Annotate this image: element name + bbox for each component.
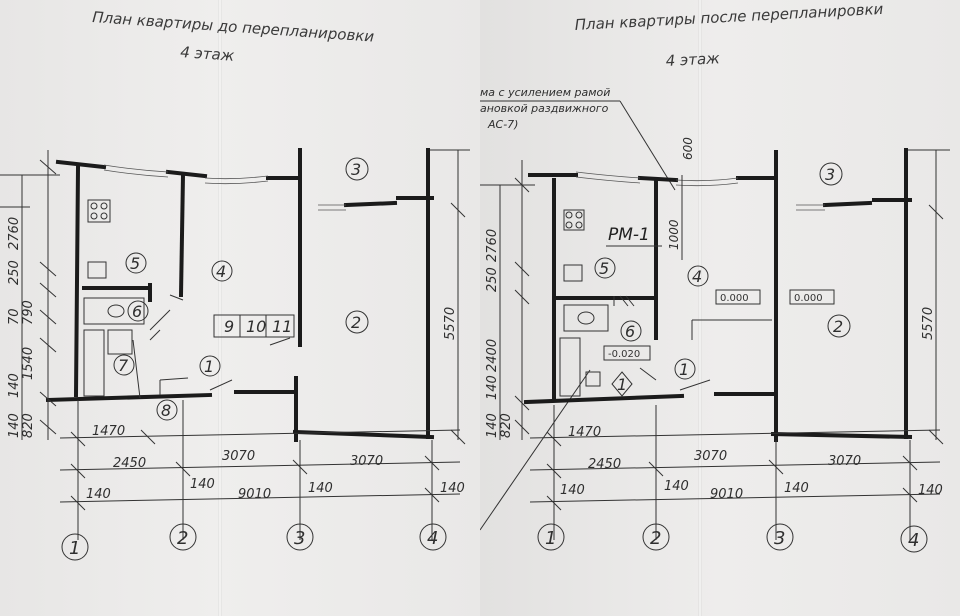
dim-2400: 2400 — [485, 339, 500, 372]
room-3-label: 3 — [351, 160, 361, 179]
axis-2: 2 — [177, 528, 188, 549]
room-9-label: 9 — [224, 317, 234, 336]
dim-3070-a: 3070 — [694, 449, 727, 464]
dim-820: 820 — [21, 413, 36, 438]
room-7-label: 7 — [118, 356, 129, 375]
dim-1470: 1470 — [92, 424, 125, 439]
room-4-label: 4 — [692, 267, 702, 286]
dim-1470: 1470 — [568, 425, 601, 440]
dim-820: 820 — [499, 413, 514, 438]
room-labels: 1 2 3 4 5 6 7 8 9 10 11 — [113, 157, 369, 421]
axis-markers: 1 2 3 4 — [61, 523, 447, 561]
dim-9010: 9010 — [238, 487, 271, 502]
rm-1-block: РМ-1 600 1000 — [606, 137, 695, 260]
interior-fixtures — [83, 199, 295, 399]
plan-before-floor: 4 этаж — [180, 43, 236, 65]
level-mark-3: -0.020 — [608, 349, 640, 360]
vertical-dimensions: 2760 250 2400 140 140 820 5570 — [480, 149, 950, 445]
dim-1540: 1540 — [21, 347, 36, 380]
plan-after-floor: 4 этаж — [665, 49, 720, 70]
note-line-2: ановкой раздвижного — [480, 102, 609, 115]
axis-4: 4 — [427, 528, 438, 549]
dim-2450: 2450 — [113, 456, 146, 471]
dim-140-axis2: 140 — [190, 477, 215, 492]
note-line-1: ма с усилением рамой — [480, 86, 610, 99]
dim-140-axis3: 140 — [784, 481, 809, 496]
room-1-label: 1 — [204, 357, 214, 376]
dim-790: 790 — [21, 300, 36, 325]
vertical-dimensions: 2760 250 790 70 1540 140 140 820 5570 — [0, 149, 470, 445]
dim-70: 70 — [7, 308, 22, 325]
dim-600: 600 — [681, 137, 695, 160]
marker-1-label: 1 — [617, 375, 627, 394]
axis-3: 3 — [774, 528, 785, 549]
axis-1: 1 — [545, 528, 556, 549]
axis-3: 3 — [294, 528, 305, 549]
walls — [523, 148, 913, 442]
dim-5570: 5570 — [443, 307, 458, 340]
horizontal-dimensions: 1470 2450 3070 3070 9010 140 140 140 140 — [529, 405, 943, 540]
dim-1000: 1000 — [667, 219, 681, 250]
room-5-label: 5 — [130, 254, 140, 273]
room-8-label: 8 — [161, 401, 171, 420]
level-mark-2: 0.000 — [794, 293, 823, 304]
dim-140-axis4: 140 — [440, 481, 465, 496]
plan-after-title: План квартиры после перепланировки — [574, 0, 884, 34]
axis-2: 2 — [650, 528, 661, 549]
room-1-label: 1 — [679, 360, 689, 379]
dim-3070-b: 3070 — [350, 454, 383, 469]
horizontal-dimensions: 1470 2450 3070 3070 9010 140 140 140 140 — [59, 400, 465, 540]
note-callout: ма с усилением рамой ановкой раздвижного… — [480, 86, 676, 531]
note-line-3: АС-7) — [487, 118, 518, 131]
dim-140-upper: 140 — [485, 375, 500, 400]
window-lines — [575, 171, 825, 211]
dim-9010: 9010 — [710, 487, 743, 502]
dim-3070-a: 3070 — [222, 449, 255, 464]
room-11-label: 11 — [272, 317, 292, 336]
dim-250: 250 — [485, 267, 500, 292]
axis-4: 4 — [908, 530, 919, 551]
dim-2760: 2760 — [7, 217, 22, 250]
dim-2760: 2760 — [485, 229, 500, 262]
room-3-label: 3 — [825, 165, 835, 184]
dim-5570: 5570 — [921, 307, 936, 340]
dim-140-axis3: 140 — [308, 481, 333, 496]
axis-1: 1 — [69, 538, 80, 559]
dim-3070-b: 3070 — [828, 454, 861, 469]
dim-250: 250 — [7, 260, 22, 285]
window-lines — [103, 164, 346, 211]
axis-markers: 1 2 3 4 — [537, 523, 928, 553]
plan-after-drawing: План квартиры после перепланировки 4 эта… — [480, 0, 950, 553]
interior-fixtures — [559, 209, 772, 397]
dim-140-axis4: 140 — [918, 483, 943, 498]
room-10-label: 10 — [246, 317, 266, 336]
room-labels: 1 2 3 4 5 6 1 — [594, 162, 851, 394]
dim-140-axis1: 140 — [86, 487, 111, 502]
dim-140-axis1: 140 — [560, 483, 585, 498]
plan-before-title: План квартиры до перепланировки — [92, 8, 375, 46]
paper-fold — [698, 0, 702, 616]
room-4-label: 4 — [216, 262, 226, 281]
dim-140-lower: 140 — [7, 413, 22, 438]
room-5-label: 5 — [599, 259, 609, 278]
room-6-label: 6 — [625, 322, 635, 341]
plan-before-sheet: План квартиры до перепланировки 4 этаж — [0, 0, 480, 616]
dim-140-lower: 140 — [485, 413, 500, 438]
dim-2450: 2450 — [588, 457, 621, 472]
room-2-label: 2 — [351, 313, 361, 332]
walls — [45, 148, 435, 442]
level-mark-1: 0.000 — [720, 293, 749, 304]
dim-140-upper: 140 — [7, 373, 22, 398]
plan-after-sheet: План квартиры после перепланировки 4 эта… — [480, 0, 960, 616]
plan-before-drawing: План квартиры до перепланировки 4 этаж — [0, 8, 470, 561]
room-2-label: 2 — [833, 317, 843, 336]
dim-140-axis2: 140 — [664, 479, 689, 494]
room-6-label: 6 — [132, 302, 142, 321]
rm-1-label: РМ-1 — [608, 225, 650, 245]
level-marks: 0.000 0.000 -0.020 — [603, 289, 835, 361]
paper-fold — [218, 0, 222, 616]
